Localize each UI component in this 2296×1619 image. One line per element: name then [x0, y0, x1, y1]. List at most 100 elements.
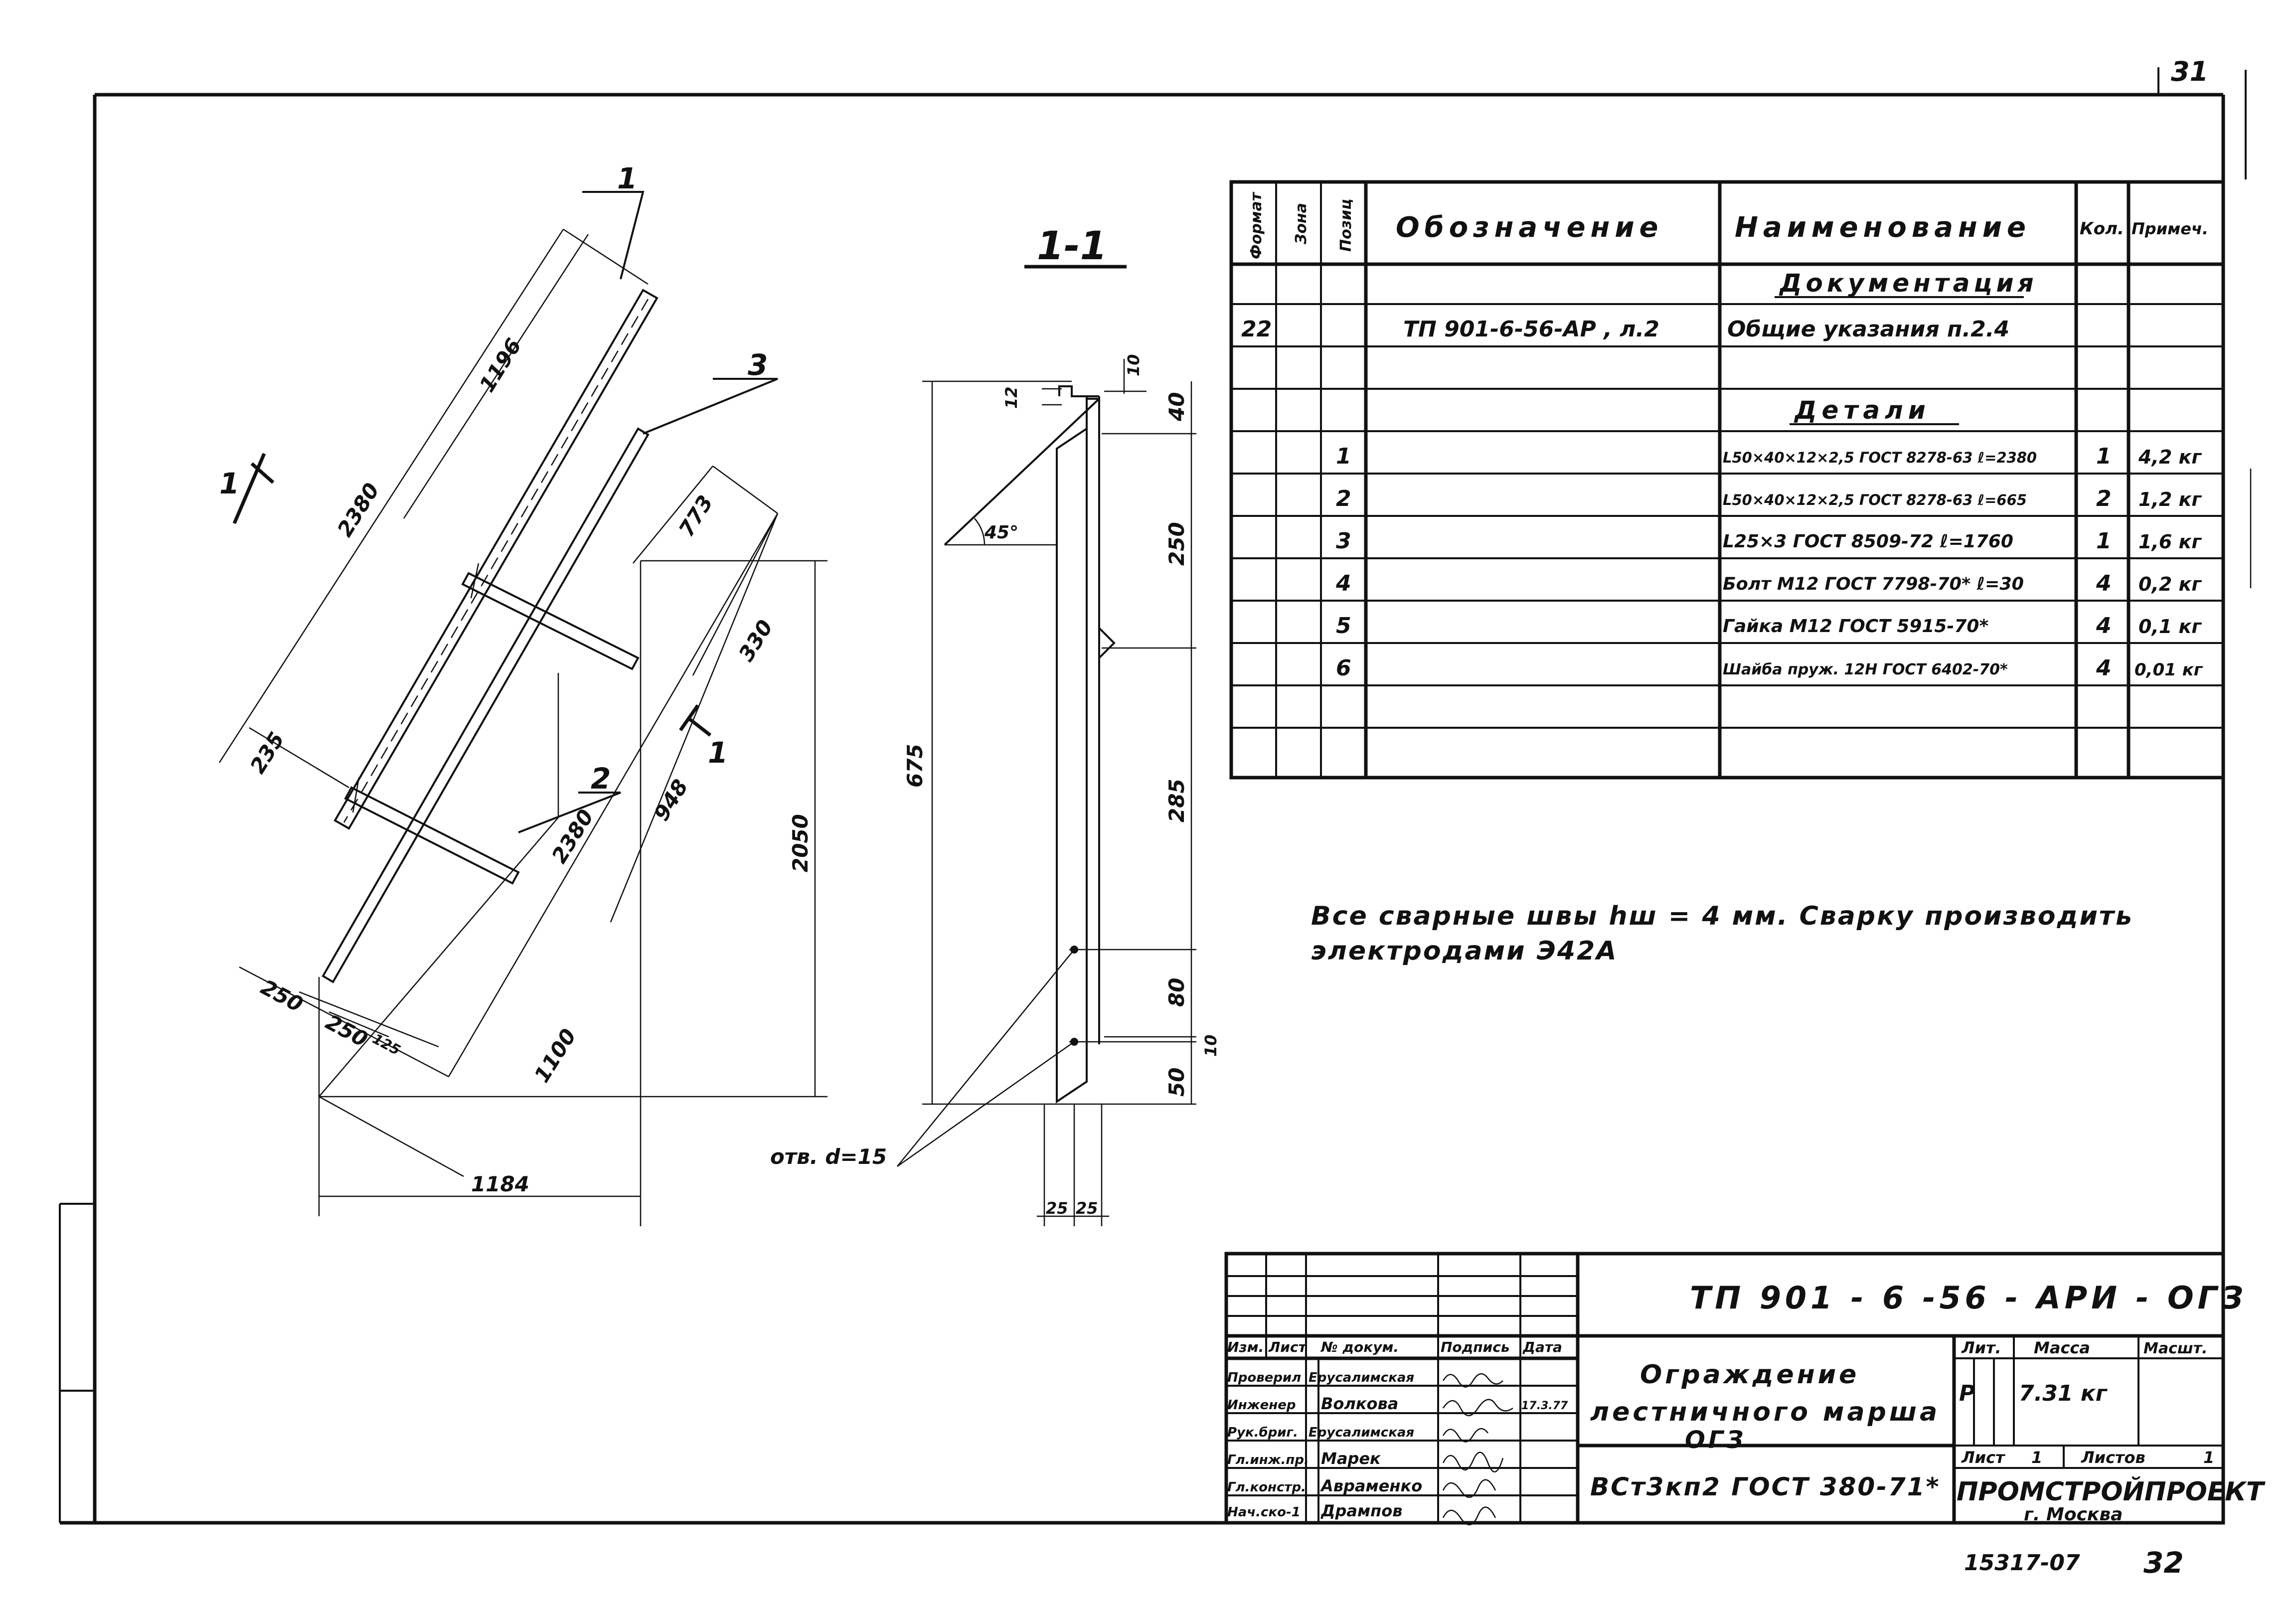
spec-header-zone: Зона: [1293, 203, 1310, 245]
signer-role: Инженер: [1227, 1398, 1296, 1413]
spec-row-name: L50×40×12×2,5 ГОСТ 8278-63 ℓ=2380: [1723, 449, 2037, 466]
section-dim-285: 285: [1164, 779, 1189, 822]
col-header-date: Дата: [1522, 1339, 1562, 1355]
section-dim-10-top: 10: [1124, 354, 1143, 376]
spec-row-pos: 6: [1336, 655, 1351, 681]
spec-row-pos: 3: [1336, 528, 1351, 554]
dim-125: 125: [370, 1030, 403, 1059]
note-line-2: электродами Э42А: [1311, 936, 1618, 966]
spec-row-name: Общие указания п.2.4: [1727, 317, 2009, 342]
spec-row-name: L25×3 ГОСТ 8509-72 ℓ=1760: [1723, 531, 2013, 552]
spec-row-name: Болт М12 ГОСТ 7798-70* ℓ=30: [1723, 574, 2024, 594]
section-dim-40: 40: [1164, 392, 1189, 422]
dim-1184: 1184: [471, 1172, 529, 1196]
doc-code: ТП 901 - 6 -56 - АРИ - ОГЗ: [1690, 1280, 2247, 1316]
spec-section-docs: Документация: [1779, 269, 2038, 298]
spec-row-note: 0,01 кг: [2134, 660, 2203, 680]
signer-role: Рук.бриг.: [1227, 1425, 1298, 1440]
leader-label-1: 1: [617, 162, 637, 195]
spec-row-note: 1,2 кг: [2138, 488, 2202, 510]
product-name-1: Ограждение: [1640, 1360, 1859, 1390]
dim-2380-bottom: 2380: [547, 805, 599, 867]
title-block: [1224, 1252, 2225, 1525]
product-name-2: лестничного марша: [1590, 1397, 1940, 1427]
section-dim-50: 50: [1164, 1068, 1189, 1097]
signer-name: Авраменко: [1319, 1476, 1422, 1495]
dim-2050: 2050: [788, 814, 813, 872]
signatures: [1442, 1373, 1513, 1525]
dim-948: 948: [649, 775, 693, 825]
section-dim-80: 80: [1164, 978, 1189, 1007]
signer-role: Гл.инж.пр.: [1227, 1453, 1309, 1467]
spec-row-qty: 2: [2096, 486, 2112, 511]
section-angle: 45°: [984, 522, 1018, 543]
page-number: 31: [2171, 56, 2208, 87]
section-dim-10-bottom: 10: [1201, 1034, 1220, 1057]
signer-name: Волкова: [1321, 1394, 1398, 1413]
spec-row-qty: 4: [2096, 655, 2112, 681]
scale-label: Масшт.: [2143, 1340, 2208, 1357]
spec-row-qty: 1: [2096, 528, 2112, 554]
spec-row-pos: 4: [1335, 571, 1351, 596]
lit-label: Лит.: [1961, 1338, 2001, 1357]
spec-row-note: 0,1 кг: [2138, 616, 2202, 638]
spec-row-note: 0,2 кг: [2138, 573, 2202, 595]
spec-row-designation: ТП 901-6-56-АР , л.2: [1403, 317, 1659, 342]
spec-row-qty: 1: [2096, 444, 2112, 469]
spec-row-note: 1,6 кг: [2138, 531, 2202, 553]
dim-250-a: 250: [257, 975, 307, 1017]
sheets-value: 1: [2203, 1448, 2214, 1467]
spec-row-pos: 2: [1336, 486, 1351, 511]
mass-value: 7.31 кг: [2019, 1381, 2108, 1406]
product-name-3: ОГЗ: [1685, 1426, 1747, 1454]
hole-label: отв. d=15: [770, 1144, 887, 1169]
spec-row-name: Гайка М12 ГОСТ 5915-70*: [1723, 616, 1988, 637]
spec-header-format: Формат: [1248, 191, 1265, 259]
spec-row-qty: 4: [2096, 613, 2112, 639]
signer-role: Нач.ско-1: [1227, 1505, 1301, 1520]
bottom-number: 32: [2143, 1546, 2184, 1580]
col-header-signature: Подпись: [1441, 1339, 1510, 1355]
section-dim-250: 250: [1164, 522, 1189, 566]
spec-header-note: Примеч.: [2132, 219, 2208, 238]
signer-role: Гл.констр.: [1227, 1480, 1306, 1495]
spec-row-name: L50×40×12×2,5 ГОСТ 8278-63 ℓ=665: [1723, 491, 2027, 508]
organization: ПРОМСТРОЙПРОЕКТ: [1957, 1476, 2266, 1507]
spec-header-pos: Позиц: [1337, 199, 1355, 252]
spec-row-note: 4,2 кг: [2138, 446, 2202, 468]
note-line-1: Все сварные швы hш = 4 мм. Сварку произв…: [1311, 901, 2133, 931]
dim-1100: 1100: [529, 1024, 581, 1087]
dim-1196: 1196: [475, 334, 526, 396]
signer-date: 17.3.77: [1521, 1400, 1568, 1412]
spec-section-details: Детали: [1794, 396, 1931, 425]
section-dim-25-b: 25: [1076, 1199, 1098, 1218]
signer-name: Дрампов: [1320, 1501, 1403, 1520]
material-spec: ВСт3кп2 ГОСТ 380-71*: [1590, 1472, 1941, 1501]
section-mark-right: 1: [708, 736, 728, 770]
sheet-label: Лист: [1961, 1448, 2006, 1467]
spec-row-name: Шайба пруж. 12Н ГОСТ 6402-70*: [1723, 661, 2008, 678]
section-title: 1-1: [1037, 224, 1107, 269]
leader-label-3: 3: [748, 348, 768, 382]
mass-label: Масса: [2034, 1338, 2090, 1357]
plan-view: [218, 191, 827, 1226]
dim-330: 330: [734, 616, 778, 665]
spec-row-pos: 5: [1336, 613, 1351, 639]
city: г. Москва: [2024, 1504, 2123, 1525]
sheets-label: Листов: [2081, 1448, 2145, 1467]
spec-row-format: 22: [1241, 317, 1272, 342]
signer-name: Ерусалимская: [1309, 1370, 1414, 1385]
spec-header-qty: Кол.: [2080, 219, 2124, 239]
col-header-docnum: № докум.: [1320, 1339, 1399, 1355]
leader-label-2: 2: [591, 762, 611, 796]
col-header-sheet: Лист: [1268, 1339, 1307, 1355]
section-mark-left: 1: [219, 467, 239, 500]
section-dim-25-a: 25: [1046, 1199, 1068, 1218]
section-dim-12: 12: [1002, 386, 1021, 409]
signer-name: Ерусалимская: [1309, 1425, 1414, 1440]
col-header-change: Изм.: [1227, 1339, 1264, 1355]
dim-250-b: 250: [322, 1010, 371, 1052]
spec-row-qty: 4: [2096, 571, 2112, 596]
signer-role: Проверил: [1227, 1370, 1301, 1385]
